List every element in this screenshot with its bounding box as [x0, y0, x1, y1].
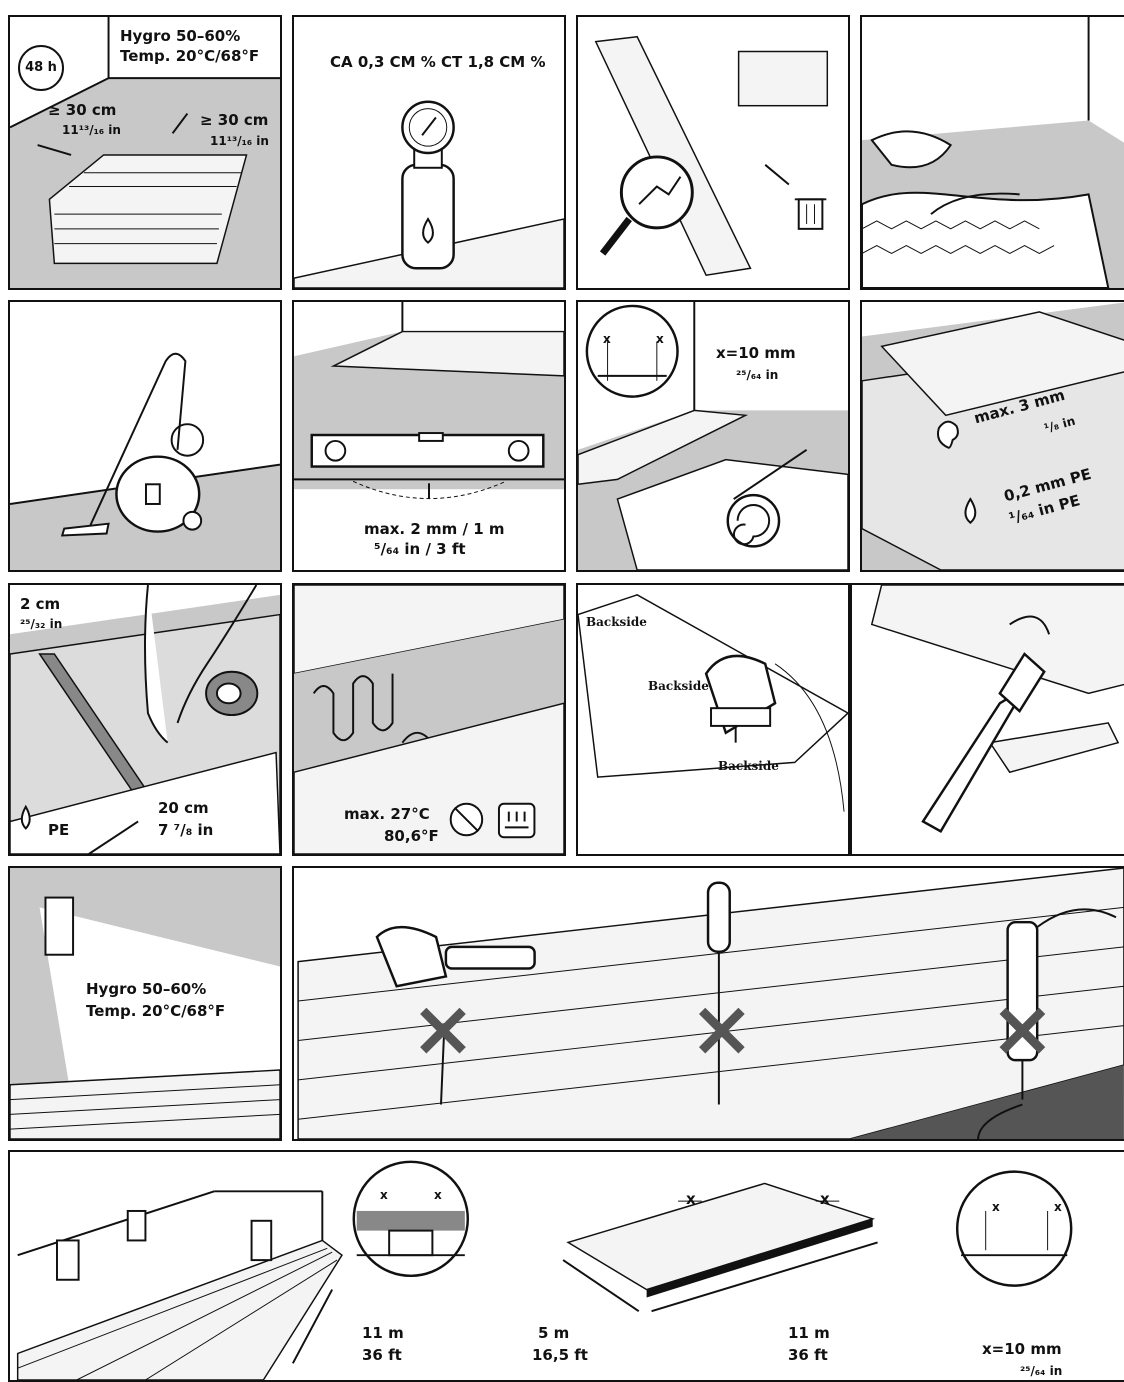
panel-no-fixing — [292, 866, 1124, 1141]
floor-plan — [563, 1183, 877, 1311]
no-heat-icon — [451, 804, 483, 836]
vacuum-illustration — [10, 302, 280, 570]
magnifier-icon — [621, 157, 692, 228]
plan-x-right: x — [820, 1190, 830, 1209]
plank — [596, 37, 751, 275]
panel-jigsaw-cut: Backside Backside Backside — [576, 583, 850, 856]
underlay-illustration — [578, 302, 848, 570]
plan-x-left: x — [686, 1190, 696, 1209]
hours-badge: 48 h — [18, 45, 64, 91]
overlap-cm: 20 cm — [158, 799, 209, 818]
max-temp-f: 80,6°F — [384, 827, 439, 846]
wall-gap-in: ²⁵/₆₄ in — [1020, 1362, 1062, 1381]
panel-level-floor: max. 2 mm / 1 m ⁵/₆₄ in / 3 ft — [292, 300, 566, 572]
hygro-label: Hygro 50–60% — [120, 27, 240, 46]
panel-vacuum — [8, 300, 282, 572]
plank-box — [739, 51, 828, 105]
thickness-illustration — [862, 302, 1124, 570]
panel-floor-heating: max. 27°C 80,6°F — [292, 583, 566, 856]
pe-label: PE — [48, 821, 69, 840]
wall-gap-circle — [957, 1172, 1071, 1286]
dist-left-cm: ≥ 30 cm — [48, 101, 116, 120]
carpet — [862, 193, 1108, 288]
panel-large-rooms: x x 11 m 36 ft x x 5 m 16,5 ft 11 m 36 f… — [8, 1150, 1124, 1382]
joint-x-left: x — [380, 1186, 388, 1205]
tape-roll-icon — [206, 672, 257, 715]
panel-pe-foil: 2 cm ²⁵/₃₂ in 20 cm 7 ⁷/₈ in PE — [8, 583, 282, 856]
backside-label-1: Backside — [586, 613, 647, 632]
gap-x-left: x — [603, 330, 611, 349]
panel-inspect-planks — [576, 15, 850, 290]
handsaw-illustration — [852, 585, 1124, 854]
plan-length-ft: 36 ft — [788, 1346, 828, 1365]
room-perspective — [18, 1191, 342, 1380]
panel-room-climate: Hygro 50–60% Temp. 20°C/68°F — [8, 866, 282, 1141]
inspect-illustration — [578, 17, 848, 288]
room-temp: Temp. 20°C/68°F — [86, 1002, 225, 1021]
wall-x-right: x — [1054, 1198, 1062, 1217]
plan-width-ft: 16,5 ft — [532, 1346, 588, 1365]
gap-in: ²⁵/₆₄ in — [736, 366, 778, 385]
overlap-in: 7 ⁷/₈ in — [158, 821, 213, 840]
panel-handsaw-cut — [850, 583, 1124, 856]
window-icon-2 — [128, 1211, 146, 1240]
window-icon-1 — [57, 1240, 79, 1279]
remove-carpet-illustration — [862, 17, 1124, 288]
dist-left-in: 11¹³/₁₆ in — [62, 121, 121, 140]
joint-x-right: x — [434, 1186, 442, 1205]
tolerance-in: ⁵/₆₄ in / 3 ft — [374, 540, 466, 559]
panel-expansion-gap: x x x=10 mm ²⁵/₆₄ in — [576, 300, 850, 572]
backside-label-2: Backside — [648, 677, 709, 696]
backside-label-3: Backside — [718, 757, 779, 776]
spirit-level-icon — [312, 433, 544, 467]
room-length-m: 11 m — [362, 1324, 404, 1343]
gap-detail-circle — [587, 306, 678, 397]
window-icon — [45, 898, 73, 955]
floor-heating-icon — [499, 804, 534, 838]
room-hygro: Hygro 50–60% — [86, 980, 206, 999]
panel-underlay-thickness: max. 3 mm ¹/₈ in 0,2 mm PE ¹/₆₄ in PE — [860, 300, 1124, 572]
no-fixing-illustration — [294, 868, 1124, 1139]
panel-acclimatize: 48 h Hygro 50–60% Temp. 20°C/68°F ≥ 30 c… — [8, 15, 282, 290]
wall-x-left: x — [992, 1198, 1000, 1217]
height-cm: 2 cm — [20, 595, 60, 614]
wall-gap-mm: x=10 mm — [982, 1340, 1062, 1359]
joint-detail-circle — [354, 1162, 468, 1276]
door-icon — [252, 1221, 272, 1260]
max-temp-c: max. 27°C — [344, 805, 430, 824]
moisture-meter-icon — [402, 102, 453, 269]
dist-right-cm: ≥ 30 cm — [200, 111, 268, 130]
plan-length-m: 11 m — [788, 1324, 830, 1343]
trash-icon — [795, 199, 827, 229]
panel-moisture-test: CA 0,3 CM % CT 1,8 CM % — [292, 15, 566, 290]
moisture-reading: CA 0,3 CM % CT 1,8 CM % — [330, 53, 546, 72]
gap-x-right: x — [656, 330, 664, 349]
gap-mm: x=10 mm — [716, 344, 796, 363]
temp-label: Temp. 20°C/68°F — [120, 47, 259, 66]
tolerance-mm: max. 2 mm / 1 m — [364, 520, 504, 539]
plan-width-m: 5 m — [538, 1324, 569, 1343]
room-length-ft: 36 ft — [362, 1346, 402, 1365]
height-in: ²⁵/₃₂ in — [20, 615, 62, 634]
dist-right-in: 11¹³/₁₆ in — [210, 132, 269, 151]
panel-remove-carpet — [860, 15, 1124, 290]
